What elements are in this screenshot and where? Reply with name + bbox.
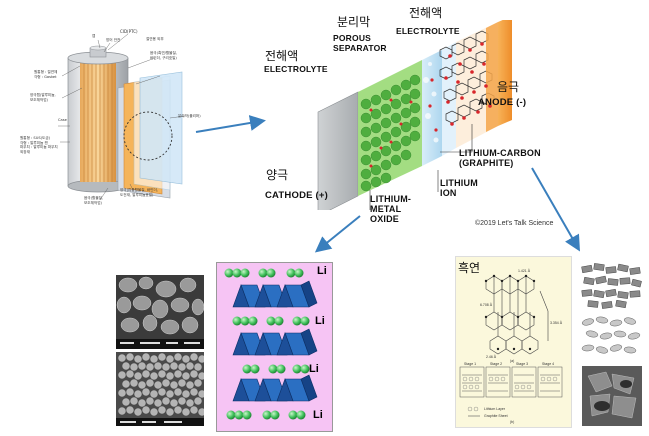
lithium-metal-oxide-crystal-figure: Li Li Li Li bbox=[216, 262, 333, 432]
graphite-dim-2: 2.46 Å bbox=[486, 355, 497, 359]
label-anode-ko: 음극 bbox=[497, 80, 520, 94]
label-lithium-carbon: LITHIUM-CARBON(GRAPHITE) bbox=[459, 148, 541, 168]
graphite-lattice-drawing bbox=[459, 274, 563, 417]
li-label-2: Li bbox=[315, 315, 325, 327]
graphite-sem-middle bbox=[580, 314, 642, 360]
label-electrolyte-right-ko: 전해액 bbox=[409, 6, 443, 20]
graphite-dim-1: 1.421 Å bbox=[518, 269, 531, 273]
battery-layer-diagram bbox=[317, 20, 512, 210]
label-cathode-ko: 양극 bbox=[266, 168, 289, 182]
graphite-stage-3: Stage 3 bbox=[516, 362, 529, 366]
cell-label-separator: 분리막(폴리머) bbox=[178, 114, 201, 118]
graphite-legend-sheet: Graphite Sheet bbox=[484, 414, 508, 418]
graphite-sub-a: (a) bbox=[510, 359, 515, 363]
sem-image-bottom bbox=[116, 352, 204, 426]
cell-label-cap: 캡 bbox=[92, 34, 96, 38]
arrow-to-graphite bbox=[531, 167, 580, 252]
li-label-1: Li bbox=[317, 265, 327, 277]
graphite-sem-bottom bbox=[582, 366, 642, 426]
graphite-sem-top bbox=[580, 262, 642, 310]
graphite-sub-b: (b) bbox=[510, 420, 515, 424]
cell-label-insulator: 절연용 외부 bbox=[146, 37, 164, 41]
cell-label-cid: CID(PTC) bbox=[120, 29, 138, 34]
graphite-stage-1: Stage 1 bbox=[464, 362, 477, 366]
li-label-3: Li bbox=[309, 363, 319, 375]
graphite-title: 흑연 bbox=[458, 261, 481, 275]
label-electrolyte-right-en: ELECTROLYTE bbox=[396, 26, 460, 36]
li-label-4: Li bbox=[313, 409, 323, 421]
arrow-cell-to-diagram bbox=[195, 115, 266, 133]
cell-label-anode-bottom: 음극(활물질,보조체작업) bbox=[84, 196, 104, 205]
cell-label-safety-vent: 방어 안전 bbox=[106, 38, 121, 42]
cell-cutaway-drawing bbox=[58, 33, 186, 201]
label-cathode-en: CATHODE (+) bbox=[265, 190, 328, 201]
label-electrolyte-left-en: ELECTROLYTE bbox=[264, 64, 328, 74]
graphite-structure-figure: 흑연 1.421 Å 6.708 Å 3.354 Å 2.46 Å (a) St… bbox=[455, 256, 572, 428]
copyright-text: ©2019 Let's Talk Science bbox=[475, 220, 554, 227]
crystal-structure-drawing bbox=[224, 268, 318, 420]
label-electrolyte-left-ko: 전해액 bbox=[265, 49, 299, 63]
cell-label-case: Case bbox=[58, 118, 67, 122]
label-anode-en: ANODE (-) bbox=[478, 97, 527, 108]
graphite-legend-lithium: Lithium Layer bbox=[484, 407, 506, 411]
cell-label-cathode-lead: 양극탭(알루미늄,보조체작업) bbox=[30, 93, 56, 102]
cylindrical-cell-illustration bbox=[20, 18, 240, 208]
cell-label-cathode-bottom: 양극(리튬활물질, 바인더,도전재, 알루미늄호일) bbox=[120, 188, 158, 197]
cell-label-cathode-material: 음극(흑연/활물질,바인더, 구리호일) bbox=[150, 51, 177, 60]
graphite-stage-2: Stage 2 bbox=[490, 362, 503, 366]
sem-image-top bbox=[116, 275, 204, 349]
arrow-to-cathode-crystal bbox=[314, 215, 361, 253]
label-separator-ko: 분리막 bbox=[337, 15, 371, 29]
graphite-stage-4: Stage 4 bbox=[542, 362, 555, 366]
graphite-dim-3: 6.708 Å bbox=[480, 303, 493, 307]
graphite-dim-4: 3.354 Å bbox=[550, 321, 563, 325]
